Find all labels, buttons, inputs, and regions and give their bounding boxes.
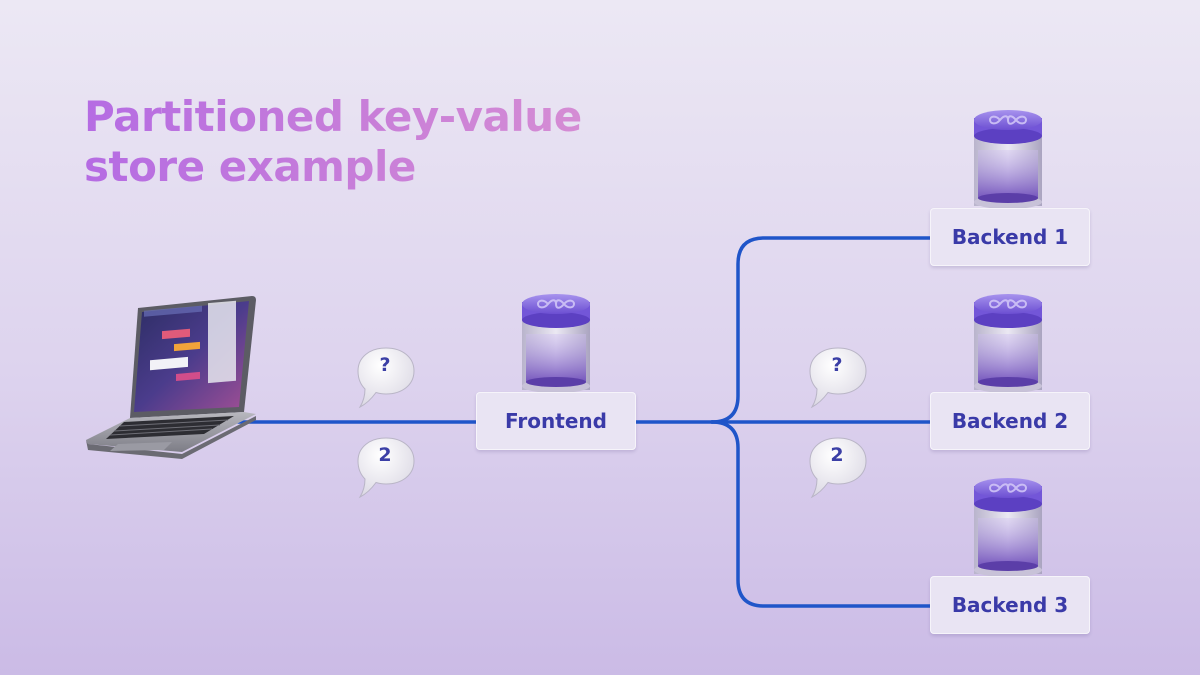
frontend-canister-icon	[522, 294, 590, 393]
client-request-bubble: ?	[356, 346, 418, 410]
speech-bubble-icon	[809, 347, 867, 409]
infinity-logo-icon	[988, 483, 1028, 493]
backend-1-node-label: Backend 1	[930, 208, 1090, 266]
speech-bubble-icon	[357, 437, 415, 499]
laptop-icon	[86, 296, 256, 459]
backend-3-node-label: Backend 3	[930, 576, 1090, 634]
backend-1-label-text: Backend 1	[951, 225, 1069, 249]
frontend-node-label: Frontend	[476, 392, 636, 450]
backend-2-canister-icon	[974, 294, 1042, 393]
infinity-logo-icon	[988, 115, 1028, 125]
edge-hub-backend1	[710, 236, 932, 424]
backend-2-label-text: Backend 2	[951, 409, 1069, 433]
client-response-text: 2	[378, 444, 392, 466]
client-response-bubble: 2	[356, 436, 418, 500]
backend-3-label-text: Backend 3	[951, 593, 1069, 617]
speech-bubble-icon	[809, 437, 867, 499]
backend-2-node-label: Backend 2	[930, 392, 1090, 450]
backend-response-bubble: 2	[808, 436, 870, 500]
infinity-logo-icon	[988, 299, 1028, 309]
backend-request-bubble: ?	[808, 346, 870, 410]
backend-response-text: 2	[830, 444, 844, 466]
infinity-logo-icon	[536, 299, 576, 309]
speech-bubble-icon	[357, 347, 415, 409]
backend-3-canister-icon	[974, 478, 1042, 577]
frontend-label-text: Frontend	[505, 409, 607, 433]
backend-request-text: ?	[831, 354, 843, 376]
backend-1-canister-icon	[974, 110, 1042, 209]
client-request-text: ?	[379, 354, 391, 376]
edge-hub-backend3	[710, 420, 932, 608]
